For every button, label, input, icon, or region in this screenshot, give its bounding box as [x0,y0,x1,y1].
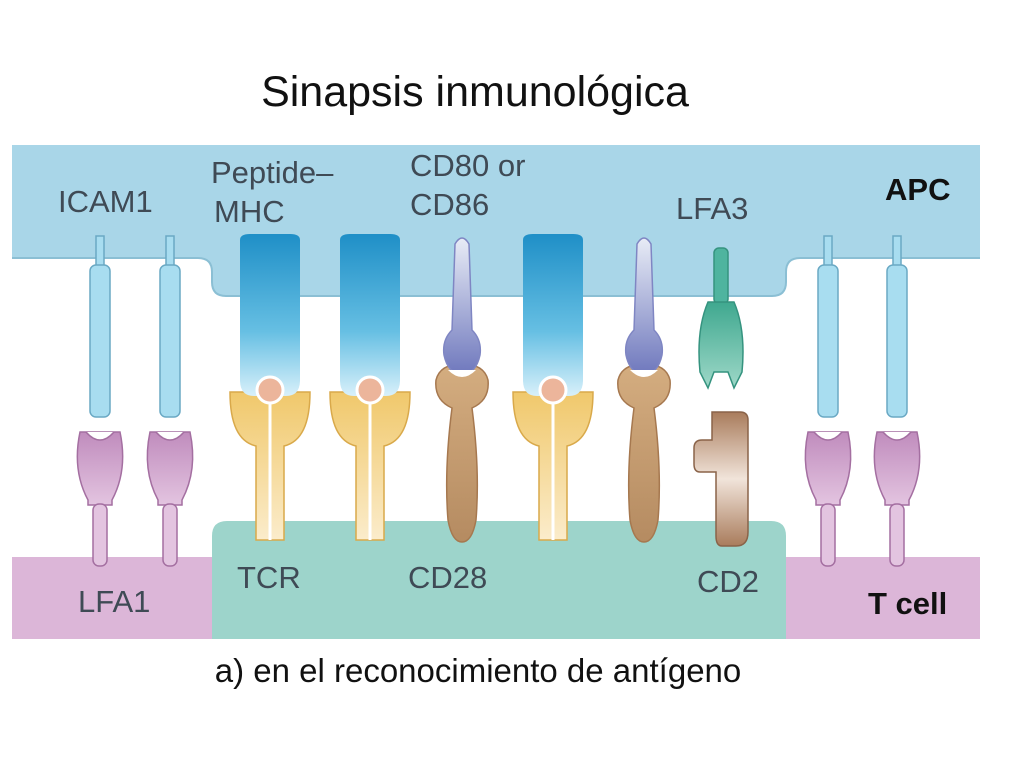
label-lfa3: LFA3 [676,191,748,226]
tcr-1 [229,391,311,541]
label-tcell: T cell [868,586,947,621]
lfa3 [698,247,744,390]
label-apc: APC [885,172,950,207]
cd28-1 [435,363,489,543]
lfa1-right-2 [873,431,921,567]
label-peptide-mhc-line1: Peptide– [211,155,334,190]
cd2 [693,411,749,547]
cd28-2 [617,363,671,543]
peptide-mhc-3 [523,234,583,405]
slide-title: Sinapsis inmunológica [261,68,689,116]
icam1-left-1 [89,235,111,418]
icam1-left-2 [159,235,181,418]
cd80-2 [624,237,664,377]
apc-membrane-edge [12,257,980,297]
label-peptide-mhc-line2: MHC [214,194,285,229]
peptide-mhc-1 [240,234,300,405]
caption: a) en el reconocimiento de antígeno [214,652,742,689]
synapse-zone [212,521,786,639]
tcr-2 [329,391,411,541]
cd80-1 [442,237,482,377]
label-cd80-line1: CD80 or [410,148,525,183]
tcr-3 [512,391,594,541]
icam1-right-2 [886,235,908,418]
label-icam1: ICAM1 [58,184,153,219]
label-cd2: CD2 [697,564,759,599]
label-tcr: TCR [237,560,301,595]
lfa1-left-1 [76,431,124,567]
label-lfa1: LFA1 [78,584,150,619]
peptide-mhc-2 [340,234,400,405]
label-cd80-line2: CD86 [410,187,489,222]
lfa1-left-2 [146,431,194,567]
icam1-right-1 [817,235,839,418]
label-cd28: CD28 [408,560,487,595]
lfa1-right-1 [804,431,852,567]
